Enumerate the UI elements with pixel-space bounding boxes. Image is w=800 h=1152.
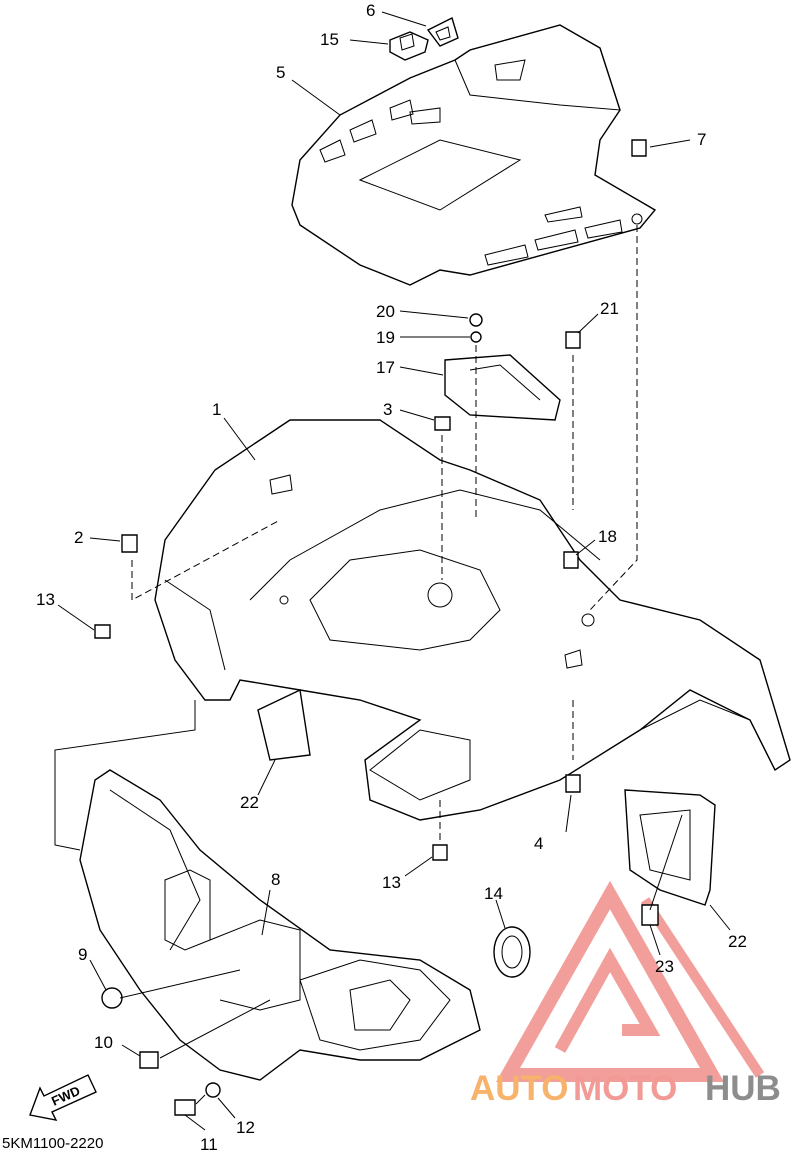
fasteners [94,139,659,1116]
pad-part [257,688,311,761]
callout-11: 11 [200,1135,218,1152]
wordmark-hub: HUB [705,1069,781,1108]
callout-13-lower: 13 [382,873,401,892]
callout-3: 3 [383,400,392,419]
wordmark-moto: MOTO [573,1069,677,1108]
automotohub-wordmark: AUTO MOTO HUB [470,1069,781,1108]
alignment-lines [54,225,638,851]
bracket-part [444,354,561,421]
callout-19: 20 [376,302,395,321]
callout-23: 23 [655,957,674,976]
top-cover-part [291,24,657,286]
mud-guard-part [624,789,716,906]
callout-1: 1 [212,400,221,419]
callout-15: 15 [320,30,339,49]
rubber-grommet-part [493,926,531,978]
forward-arrow-icon: FWD [29,1074,97,1121]
callout-4: 4 [534,834,543,853]
catalog-code: 5KM1100-2220 [2,1135,103,1152]
callout-numbers: 6 15 5 7 20 19 17 21 3 1 2 18 13 4 22 13… [36,1,747,1152]
wordmark-auto: AUTO [470,1069,569,1108]
callout-2: 2 [74,528,83,547]
callout-9: 9 [78,945,87,964]
automotohub-logo [495,880,765,1082]
callout-12: 12 [236,1118,255,1137]
callout-21: 22 [240,793,259,812]
callout-18: 19 [376,328,395,347]
callout-13-upper: 13 [36,590,55,609]
front-fender-part [154,419,791,821]
callout-5: 5 [276,63,285,82]
callout-leaders [57,11,731,1131]
callout-17: 18 [598,527,617,546]
callout-6: 6 [366,1,375,20]
front-grille-part [79,769,481,1081]
grommet-part [426,17,459,47]
callout-7: 7 [697,130,706,149]
callout-10: 10 [94,1033,113,1052]
callout-14: 14 [484,884,503,903]
callout-22: 22 [728,932,747,951]
callout-16: 17 [376,358,395,377]
callout-8: 8 [271,870,280,889]
callout-20: 21 [600,299,619,318]
clip-part [389,31,429,61]
